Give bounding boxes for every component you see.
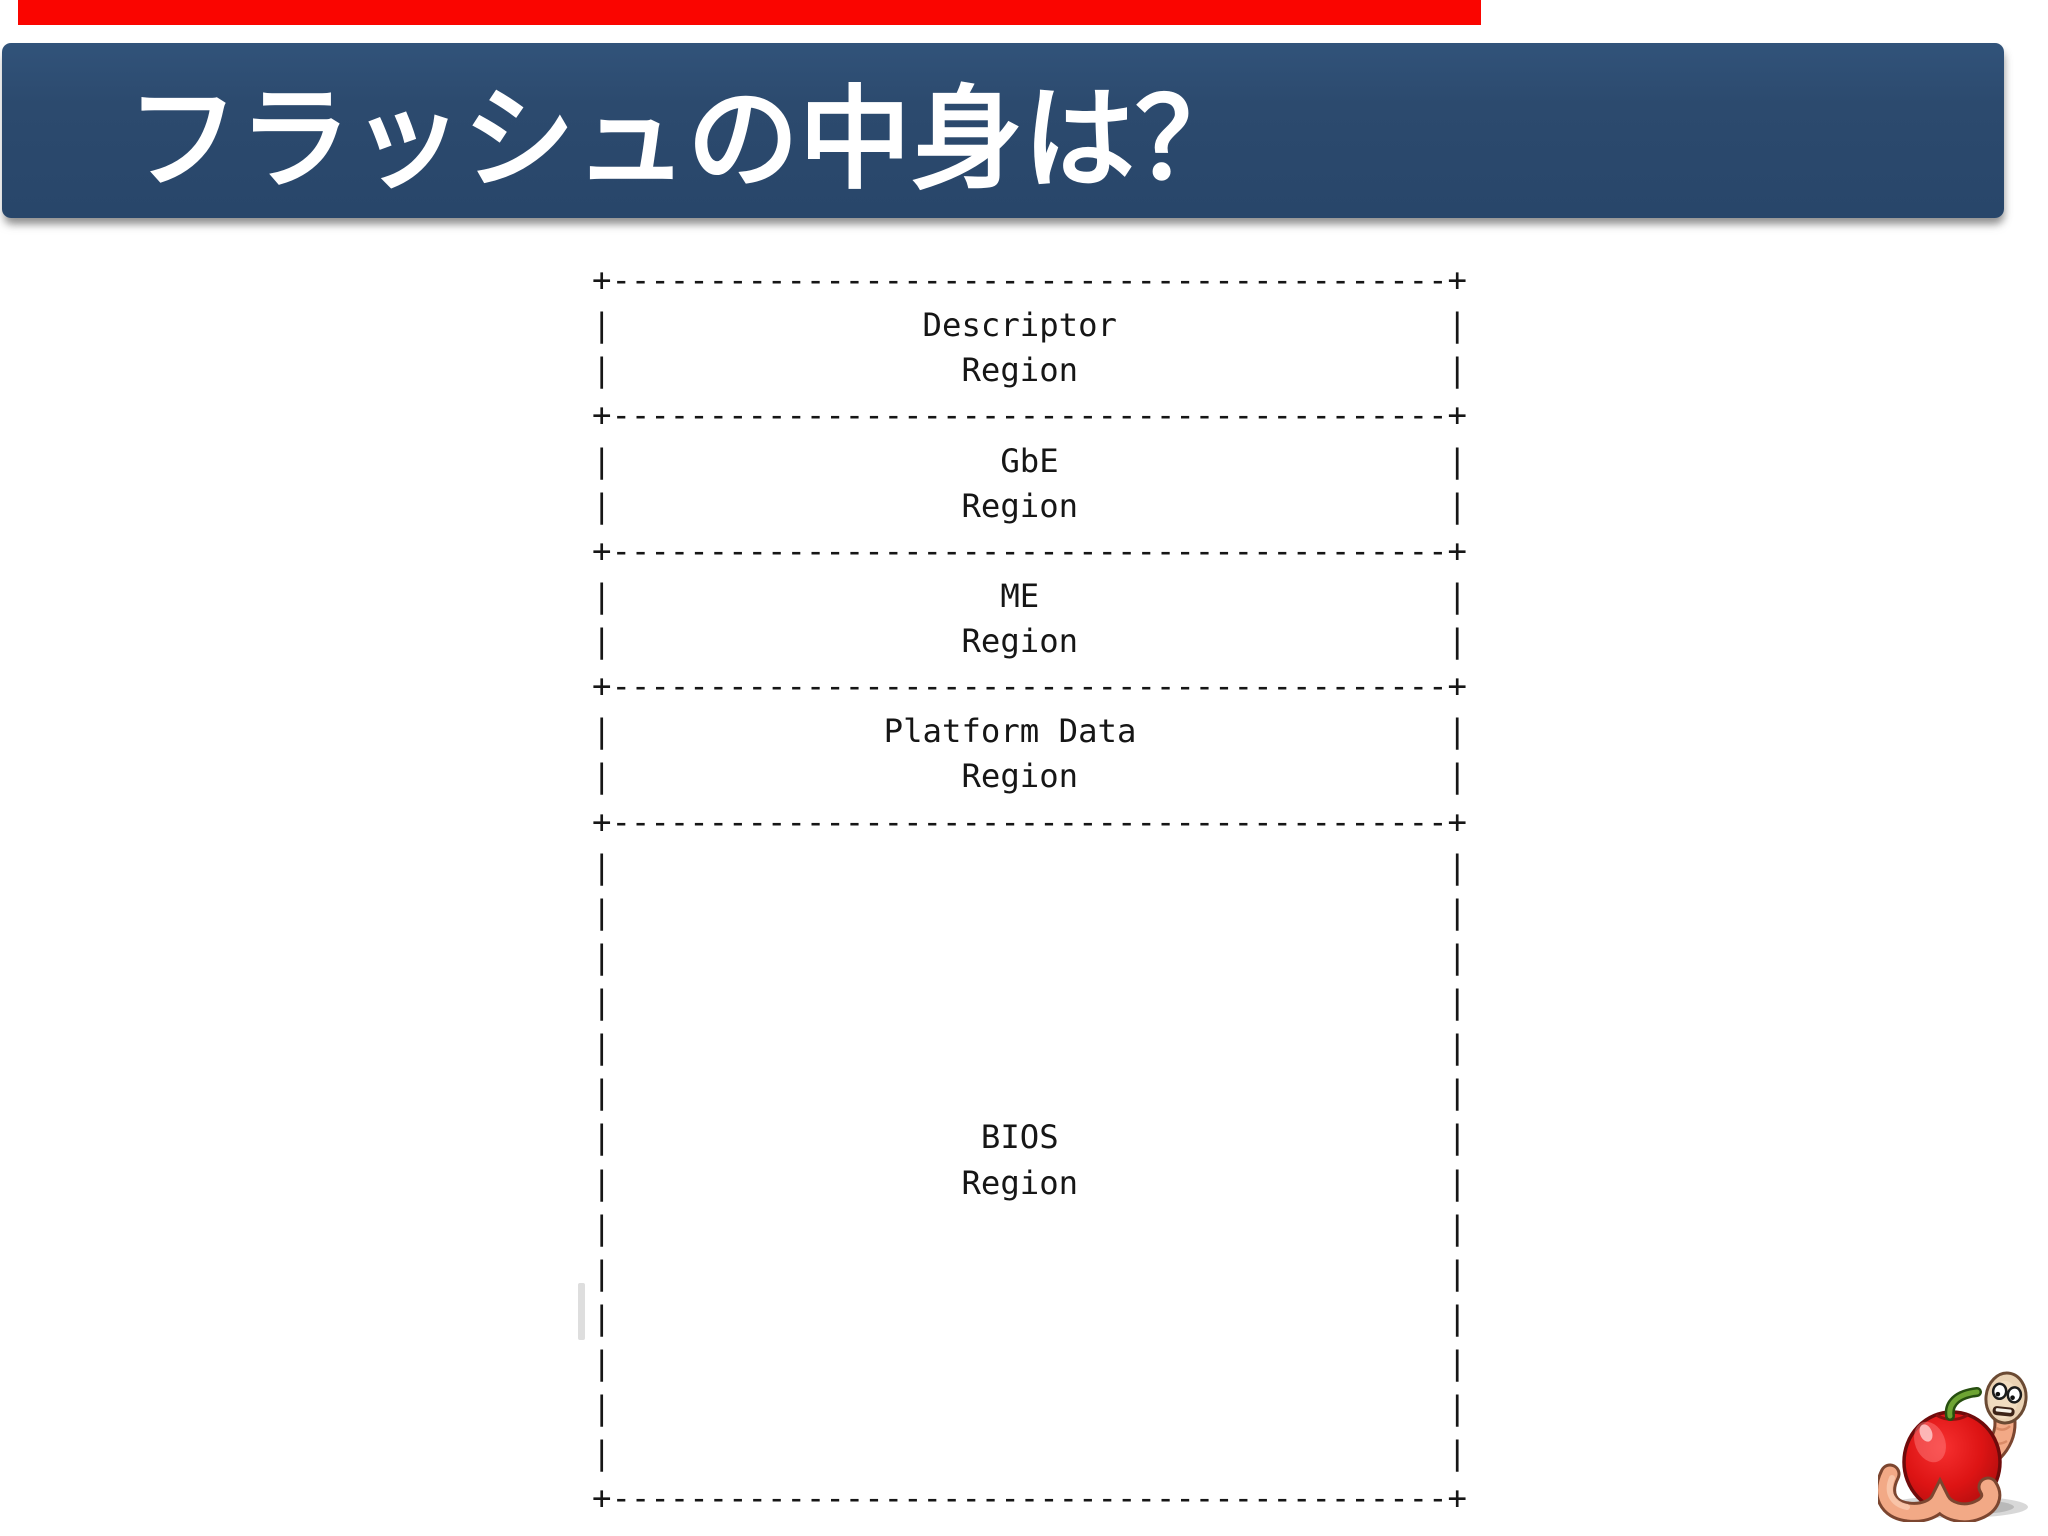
video-progress-bar[interactable] — [18, 0, 1481, 25]
page-title: フラッシュの中身は？ — [127, 77, 1247, 202]
stray-artifact-line — [578, 1283, 585, 1340]
flash-regions-ascii-diagram: +---------------------------------------… — [592, 261, 1467, 1518]
slide-title-bar — [2, 43, 2004, 218]
worm-in-apple-icon — [1878, 1371, 2028, 1522]
